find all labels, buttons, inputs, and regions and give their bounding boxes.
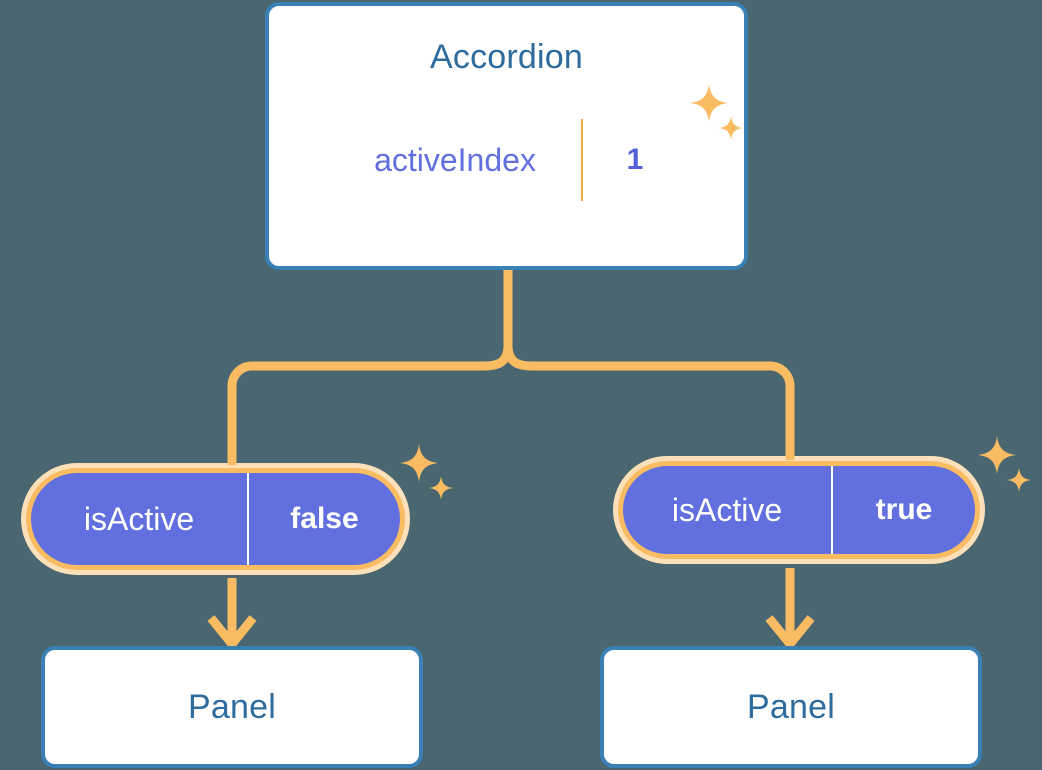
panel-title: Panel xyxy=(747,687,835,726)
state-pill-value: 1 xyxy=(626,143,644,176)
prop-pill-value: false xyxy=(290,502,359,535)
arrow-down-icon-left-head xyxy=(207,615,257,652)
accordion-title: Accordion xyxy=(430,38,583,76)
panel-card-left[interactable]: Panel xyxy=(41,646,423,768)
panel-card-right[interactable]: Panel xyxy=(600,646,982,768)
prop-pill-is-active-false[interactable]: isActive false xyxy=(21,463,410,575)
connector-branch-left xyxy=(227,344,513,465)
prop-pill-key: isActive xyxy=(31,473,249,565)
arrow-down-icon-right-head xyxy=(765,615,815,652)
prop-pill-is-active-true[interactable]: isActive true xyxy=(613,456,985,564)
prop-pill-value: true xyxy=(875,493,933,526)
prop-pill-key: isActive xyxy=(623,466,833,554)
state-pill-active-index[interactable]: activeIndex 1 xyxy=(319,109,697,211)
panel-title: Panel xyxy=(188,687,276,726)
state-pill-key: activeIndex xyxy=(329,119,583,201)
connector-branch-right xyxy=(503,344,795,460)
